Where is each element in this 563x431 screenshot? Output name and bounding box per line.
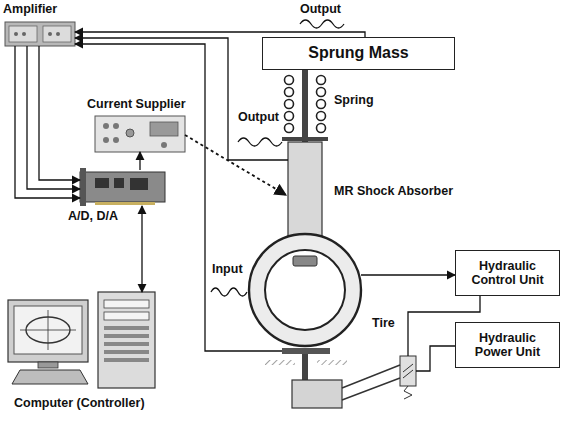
signal-connector (15, 46, 80, 198)
signal-wires (75, 38, 480, 371)
label-holder: Spring (334, 93, 374, 107)
signal-label: Output (238, 110, 279, 124)
label-holder: Input (212, 262, 243, 276)
device-label: Amplifier (3, 2, 73, 16)
amplifier-node: Amplifier (5, 22, 75, 46)
hydraulic-actuator (265, 348, 416, 408)
mass-box: Sprung Mass (262, 37, 455, 70)
label-holder: Tire (372, 316, 395, 330)
device-label: Current Supplier (87, 97, 177, 111)
label-holder: MR Shock Absorber (334, 184, 453, 198)
daq-card (80, 168, 165, 206)
part-label: Spring (334, 93, 374, 107)
signal-label: Output (300, 2, 341, 16)
daq-card-node: A/D, D/A (80, 170, 165, 206)
computer-node: Computer (Controller) (8, 292, 155, 388)
signal-label: Input (212, 262, 243, 276)
signal-connector (141, 206, 142, 292)
box-label: Sprung Mass (308, 44, 408, 62)
suspension (282, 70, 328, 258)
current-supplier-device (95, 116, 185, 152)
amplifier-device (5, 22, 75, 46)
computer-device (8, 292, 155, 388)
device-label: Computer (Controller) (14, 396, 161, 410)
edge-label-holder: Output (300, 2, 341, 16)
box-label: Hydraulic Control Unit (461, 259, 554, 288)
signal-connector (27, 46, 80, 189)
part-label: Tire (372, 316, 395, 330)
current-supplier-node: Current Supplier (95, 116, 185, 152)
part-label: MR Shock Absorber (334, 184, 453, 198)
power-unit-box: Hydraulic Power Unit (455, 322, 560, 368)
signal-connector (39, 46, 80, 180)
tire (249, 234, 361, 346)
box-label: Hydraulic Power Unit (461, 331, 554, 360)
label-holder: Output (238, 110, 279, 124)
signal-connector (139, 152, 140, 170)
control-unit-box: Hydraulic Control Unit (455, 250, 560, 296)
device-label: A/D, D/A (68, 209, 153, 223)
